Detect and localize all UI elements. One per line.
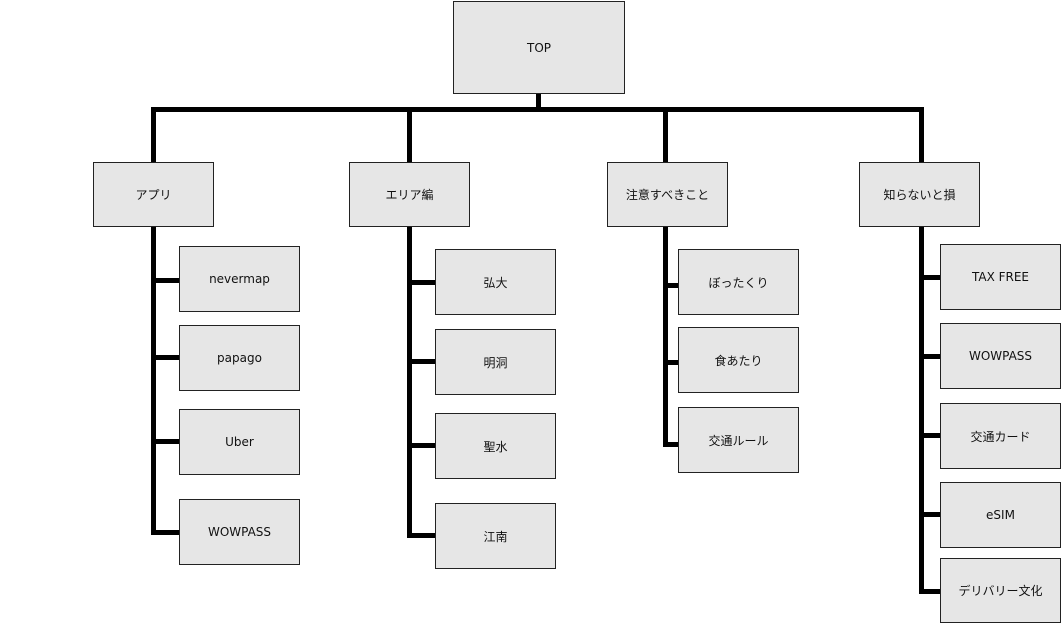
child-label: Uber: [225, 435, 254, 449]
connector-horizontal-bus: [151, 107, 924, 112]
child-node[interactable]: TAX FREE: [940, 244, 1061, 310]
child-node[interactable]: 弘大: [435, 249, 556, 315]
branch-label: 注意すべきこと: [625, 188, 710, 202]
connector-spine-2: [407, 226, 412, 538]
connector-spine-4: [919, 226, 924, 594]
child-label: 交通カード: [970, 429, 1031, 444]
connector-tick: [407, 443, 437, 448]
branch-node-tips[interactable]: 知らないと損: [859, 162, 980, 227]
connector-tick: [663, 283, 680, 288]
child-node[interactable]: 江南: [435, 503, 556, 569]
child-node[interactable]: 食あたり: [678, 327, 799, 393]
connector-drop-2: [407, 107, 412, 163]
connector-tick: [151, 439, 181, 444]
connector-drop-4: [919, 107, 924, 163]
child-node[interactable]: WOWPASS: [179, 499, 300, 565]
child-label: papago: [217, 351, 262, 365]
child-label: WOWPASS: [968, 349, 1033, 363]
connector-tick: [663, 442, 680, 447]
child-node[interactable]: Uber: [179, 409, 300, 475]
branch-label: エリア編: [385, 188, 434, 202]
branch-label: アプリ: [135, 188, 172, 202]
connector-tick: [407, 359, 437, 364]
child-node[interactable]: WOWPASS: [940, 323, 1061, 389]
child-label: 交通ルール: [708, 433, 769, 448]
child-label: WOWPASS: [207, 525, 272, 539]
child-label: 弘大: [483, 275, 508, 290]
connector-root-stem: [536, 93, 541, 109]
child-node[interactable]: 明洞: [435, 329, 556, 395]
child-node[interactable]: 聖水: [435, 413, 556, 479]
child-node[interactable]: ぼったくり: [678, 249, 799, 315]
child-node[interactable]: papago: [179, 325, 300, 391]
child-label: 聖水: [483, 439, 508, 454]
child-node[interactable]: 交通ルール: [678, 407, 799, 473]
connector-tick: [151, 278, 181, 283]
child-label: 江南: [483, 529, 508, 544]
child-label: 食あたり: [714, 353, 763, 368]
root-label: TOP: [526, 40, 551, 55]
child-label: ぼったくり: [708, 275, 769, 290]
connector-tick: [151, 530, 181, 535]
connector-drop-1: [151, 107, 156, 163]
root-node[interactable]: TOP: [453, 1, 625, 94]
child-label: 明洞: [483, 355, 508, 370]
child-label: eSIM: [986, 508, 1015, 522]
connector-tick: [919, 512, 942, 517]
branch-label: 知らないと損: [883, 188, 956, 202]
connector-tick: [919, 589, 942, 594]
connector-spine-1: [151, 226, 156, 535]
connector-tick: [151, 355, 181, 360]
connector-tick: [663, 360, 680, 365]
child-node[interactable]: nevermap: [179, 246, 300, 312]
branch-node-areas[interactable]: エリア編: [349, 162, 470, 227]
child-node[interactable]: eSIM: [940, 482, 1061, 548]
connector-tick: [407, 533, 437, 538]
connector-tick: [919, 433, 942, 438]
child-label: nevermap: [209, 272, 270, 286]
child-node[interactable]: 交通カード: [940, 403, 1061, 469]
connector-tick: [407, 280, 437, 285]
child-label: デリバリー文化: [958, 584, 1043, 598]
connector-tick: [919, 354, 942, 359]
branch-node-apps[interactable]: アプリ: [93, 162, 214, 227]
child-label: TAX FREE: [971, 270, 1030, 284]
branch-node-cautions[interactable]: 注意すべきこと: [607, 162, 728, 227]
connector-tick: [919, 275, 942, 280]
connector-spine-3: [663, 226, 668, 447]
connector-drop-3: [663, 107, 668, 163]
child-node[interactable]: デリバリー文化: [940, 558, 1061, 623]
